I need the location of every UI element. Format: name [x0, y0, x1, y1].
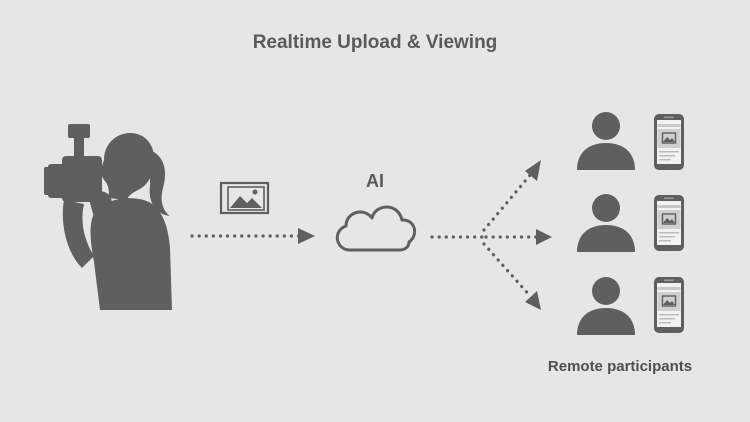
cloud-label: AI: [366, 171, 384, 191]
smartphone-icon: [653, 276, 685, 334]
participant-1: [577, 112, 685, 171]
person-icon: [577, 277, 635, 335]
participant-2: [577, 194, 685, 252]
participant-3: [577, 276, 685, 335]
participants-label: Remote participants: [547, 358, 693, 375]
cloud-icon: [335, 205, 417, 252]
person-icon: [577, 112, 635, 170]
photo-icon: [219, 181, 270, 215]
photographer-icon: [44, 124, 172, 310]
person-icon: [577, 194, 635, 252]
distribution-arrows: [430, 160, 552, 310]
diagram-title: Realtime Upload & Viewing: [252, 32, 498, 53]
smartphone-icon: [653, 194, 685, 252]
smartphone-icon: [653, 113, 685, 171]
upload-arrow: [190, 228, 315, 244]
